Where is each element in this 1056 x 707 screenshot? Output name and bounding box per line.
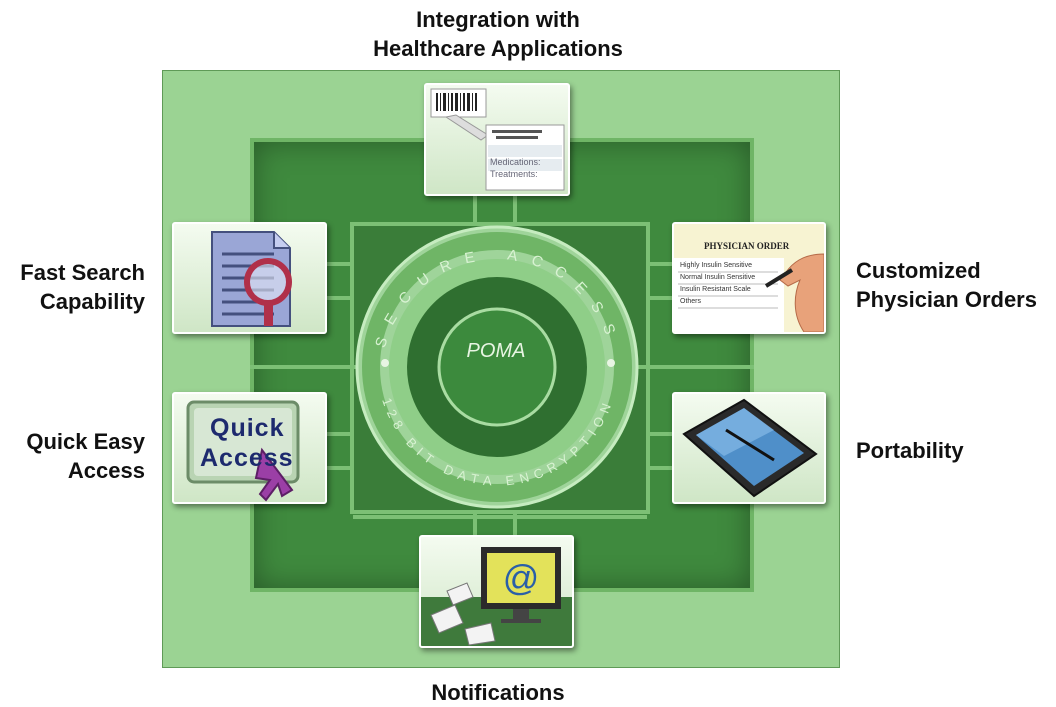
order-row: Normal Insulin Sensitive	[680, 274, 756, 281]
svg-text:@: @	[503, 557, 540, 598]
connector	[513, 195, 517, 225]
order-row: Insulin Resistant Scale	[680, 286, 751, 293]
connector	[353, 515, 647, 519]
physician-order-title: PHYSICIAN ORDER	[704, 241, 790, 251]
access-text: Access	[200, 444, 294, 472]
barcode-document-icon	[430, 88, 565, 191]
label-portability: Portability	[856, 438, 964, 463]
order-row: Others	[680, 298, 702, 305]
integration-tile[interactable]: Medications: Treatments:	[424, 83, 570, 196]
connector	[473, 512, 477, 540]
label-notifications: Notifications	[431, 680, 565, 705]
tablet-pen-icon	[682, 398, 818, 498]
quick-access-tile[interactable]: Quick Access	[172, 392, 327, 504]
field-treatments: Treatments:	[490, 169, 538, 179]
fast-search-tile[interactable]	[172, 222, 327, 334]
email-monitor-icon: @	[421, 547, 572, 646]
connector	[513, 512, 517, 540]
document-magnifier-icon	[211, 231, 292, 327]
poma-title: POMA	[466, 340, 526, 362]
connector	[473, 195, 477, 225]
portability-tile[interactable]	[672, 392, 826, 504]
notifications-tile[interactable]: @	[419, 535, 574, 648]
secure-access-ring: SECURE ACCESS 128 BIT DATA ENCRYPTION	[355, 225, 640, 510]
physician-orders-tile[interactable]: PHYSICIAN ORDER Highly Insulin Sensitive…	[672, 222, 826, 334]
quick-access-cursor-icon	[186, 400, 300, 502]
field-medications: Medications:	[490, 157, 541, 167]
quick-text: Quick	[210, 414, 285, 442]
physician-order-form-icon	[674, 224, 824, 332]
order-row: Highly Insulin Sensitive	[680, 262, 752, 269]
